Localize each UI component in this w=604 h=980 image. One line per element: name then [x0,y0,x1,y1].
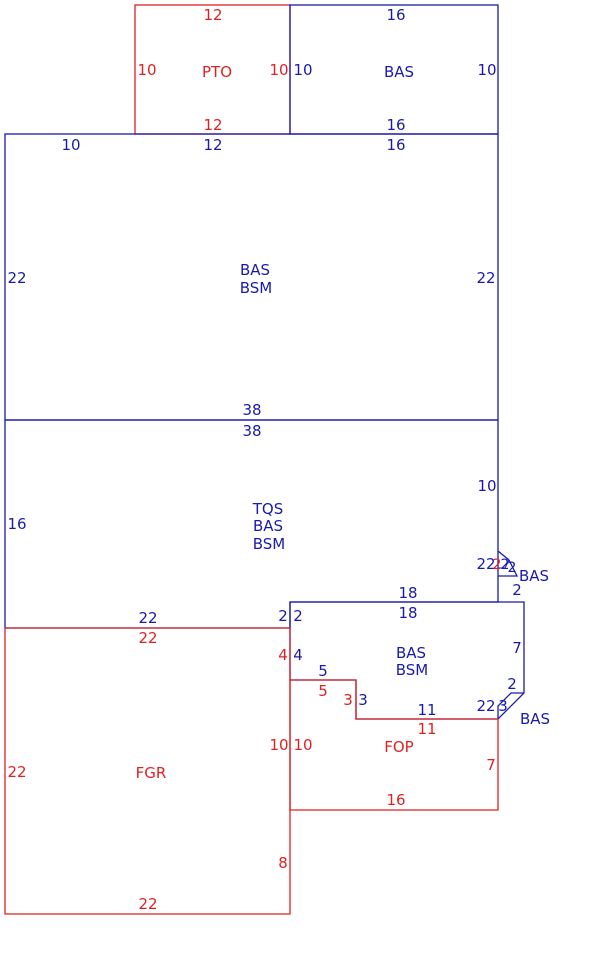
dim-label: 18 [398,584,417,602]
area-label-tqs-bsm: BSM [253,535,286,553]
dim-label: 16 [386,791,405,809]
dim-label: 2 [293,607,303,625]
dim-label: 5 [318,682,328,700]
dim-label: 4 [293,646,303,664]
area-label-tqs: TQS [252,500,284,518]
dim-label: 22 [7,763,26,781]
dim-label: 10 [477,61,496,79]
dim-label: 18 [398,604,417,622]
dim-label: 12 [203,6,222,24]
dim-label: 2 [507,675,517,693]
dim-label: 2 [501,557,510,573]
dim-label: 10 [477,477,496,495]
area-label-fop: FOP [384,738,413,756]
area-label-pto: PTO [202,63,232,81]
dim-label: 11 [417,701,436,719]
bas-notch-lower-outline [497,692,524,719]
dimension-labels: 12 10 10 12 16 10 10 16 10 12 16 22 22 3… [7,6,521,913]
dim-label: 12 [203,136,222,154]
dim-label: 38 [242,422,261,440]
dim-label: 7 [486,756,496,774]
dim-label: 22 [138,609,157,627]
dim-label: 2 [278,607,288,625]
dim-label: 10 [61,136,80,154]
area-label-tqs-bas: BAS [253,517,283,535]
dim-label: 2 [508,560,517,576]
dim-label: 22 [476,269,495,287]
dim-label: 16 [386,136,405,154]
dim-label: 3 [343,691,353,709]
outlines [4,4,525,915]
dim-label: 11 [417,720,436,738]
dim-label: 8 [278,854,288,872]
dim-label: 16 [7,515,26,533]
dim-label: 22 [7,269,26,287]
dim-label: 22 [476,555,495,573]
area-label-bsm-main: BSM [240,279,273,297]
area-label-fgr: FGR [136,764,167,782]
dim-label: 22 [476,697,495,715]
area-label-bas-top: BAS [384,63,414,81]
area-labels: PTO BAS BAS BSM TQS BAS BSM BAS BAS BSM … [136,63,550,782]
tqs-outline [4,419,499,629]
bas-notch-upper-outline [497,550,519,577]
dim-label: 5 [318,662,328,680]
dim-label: 22 [138,629,157,647]
dim-label: 4 [278,646,288,664]
area-label-bas-main: BAS [240,261,270,279]
dim-label: 2 [512,581,522,599]
dim-label: 10 [269,736,288,754]
dim-label: 22 [138,895,157,913]
area-label-bsm-wing: BSM [396,661,429,679]
dim-label: 16 [386,6,405,24]
dim-label: 10 [137,61,156,79]
bas-notch-upper-inner [498,559,510,569]
dim-label: 2 [493,557,502,573]
dim-label: 10 [293,736,312,754]
dim-label: 10 [269,61,288,79]
fgr-outline [4,627,291,915]
dim-label: 16 [386,116,405,134]
dim-label: 10 [293,61,312,79]
area-label-bas-right-upper: BAS [519,567,549,585]
dim-label: 12 [203,116,222,134]
dim-label: 3 [358,691,368,709]
dim-label: 38 [242,401,261,419]
area-label-bas-wing: BAS [396,644,426,662]
dim-label: 7 [512,639,522,657]
area-label-bas-right-lower: BAS [520,710,550,728]
dim-label: 3 [498,697,508,715]
